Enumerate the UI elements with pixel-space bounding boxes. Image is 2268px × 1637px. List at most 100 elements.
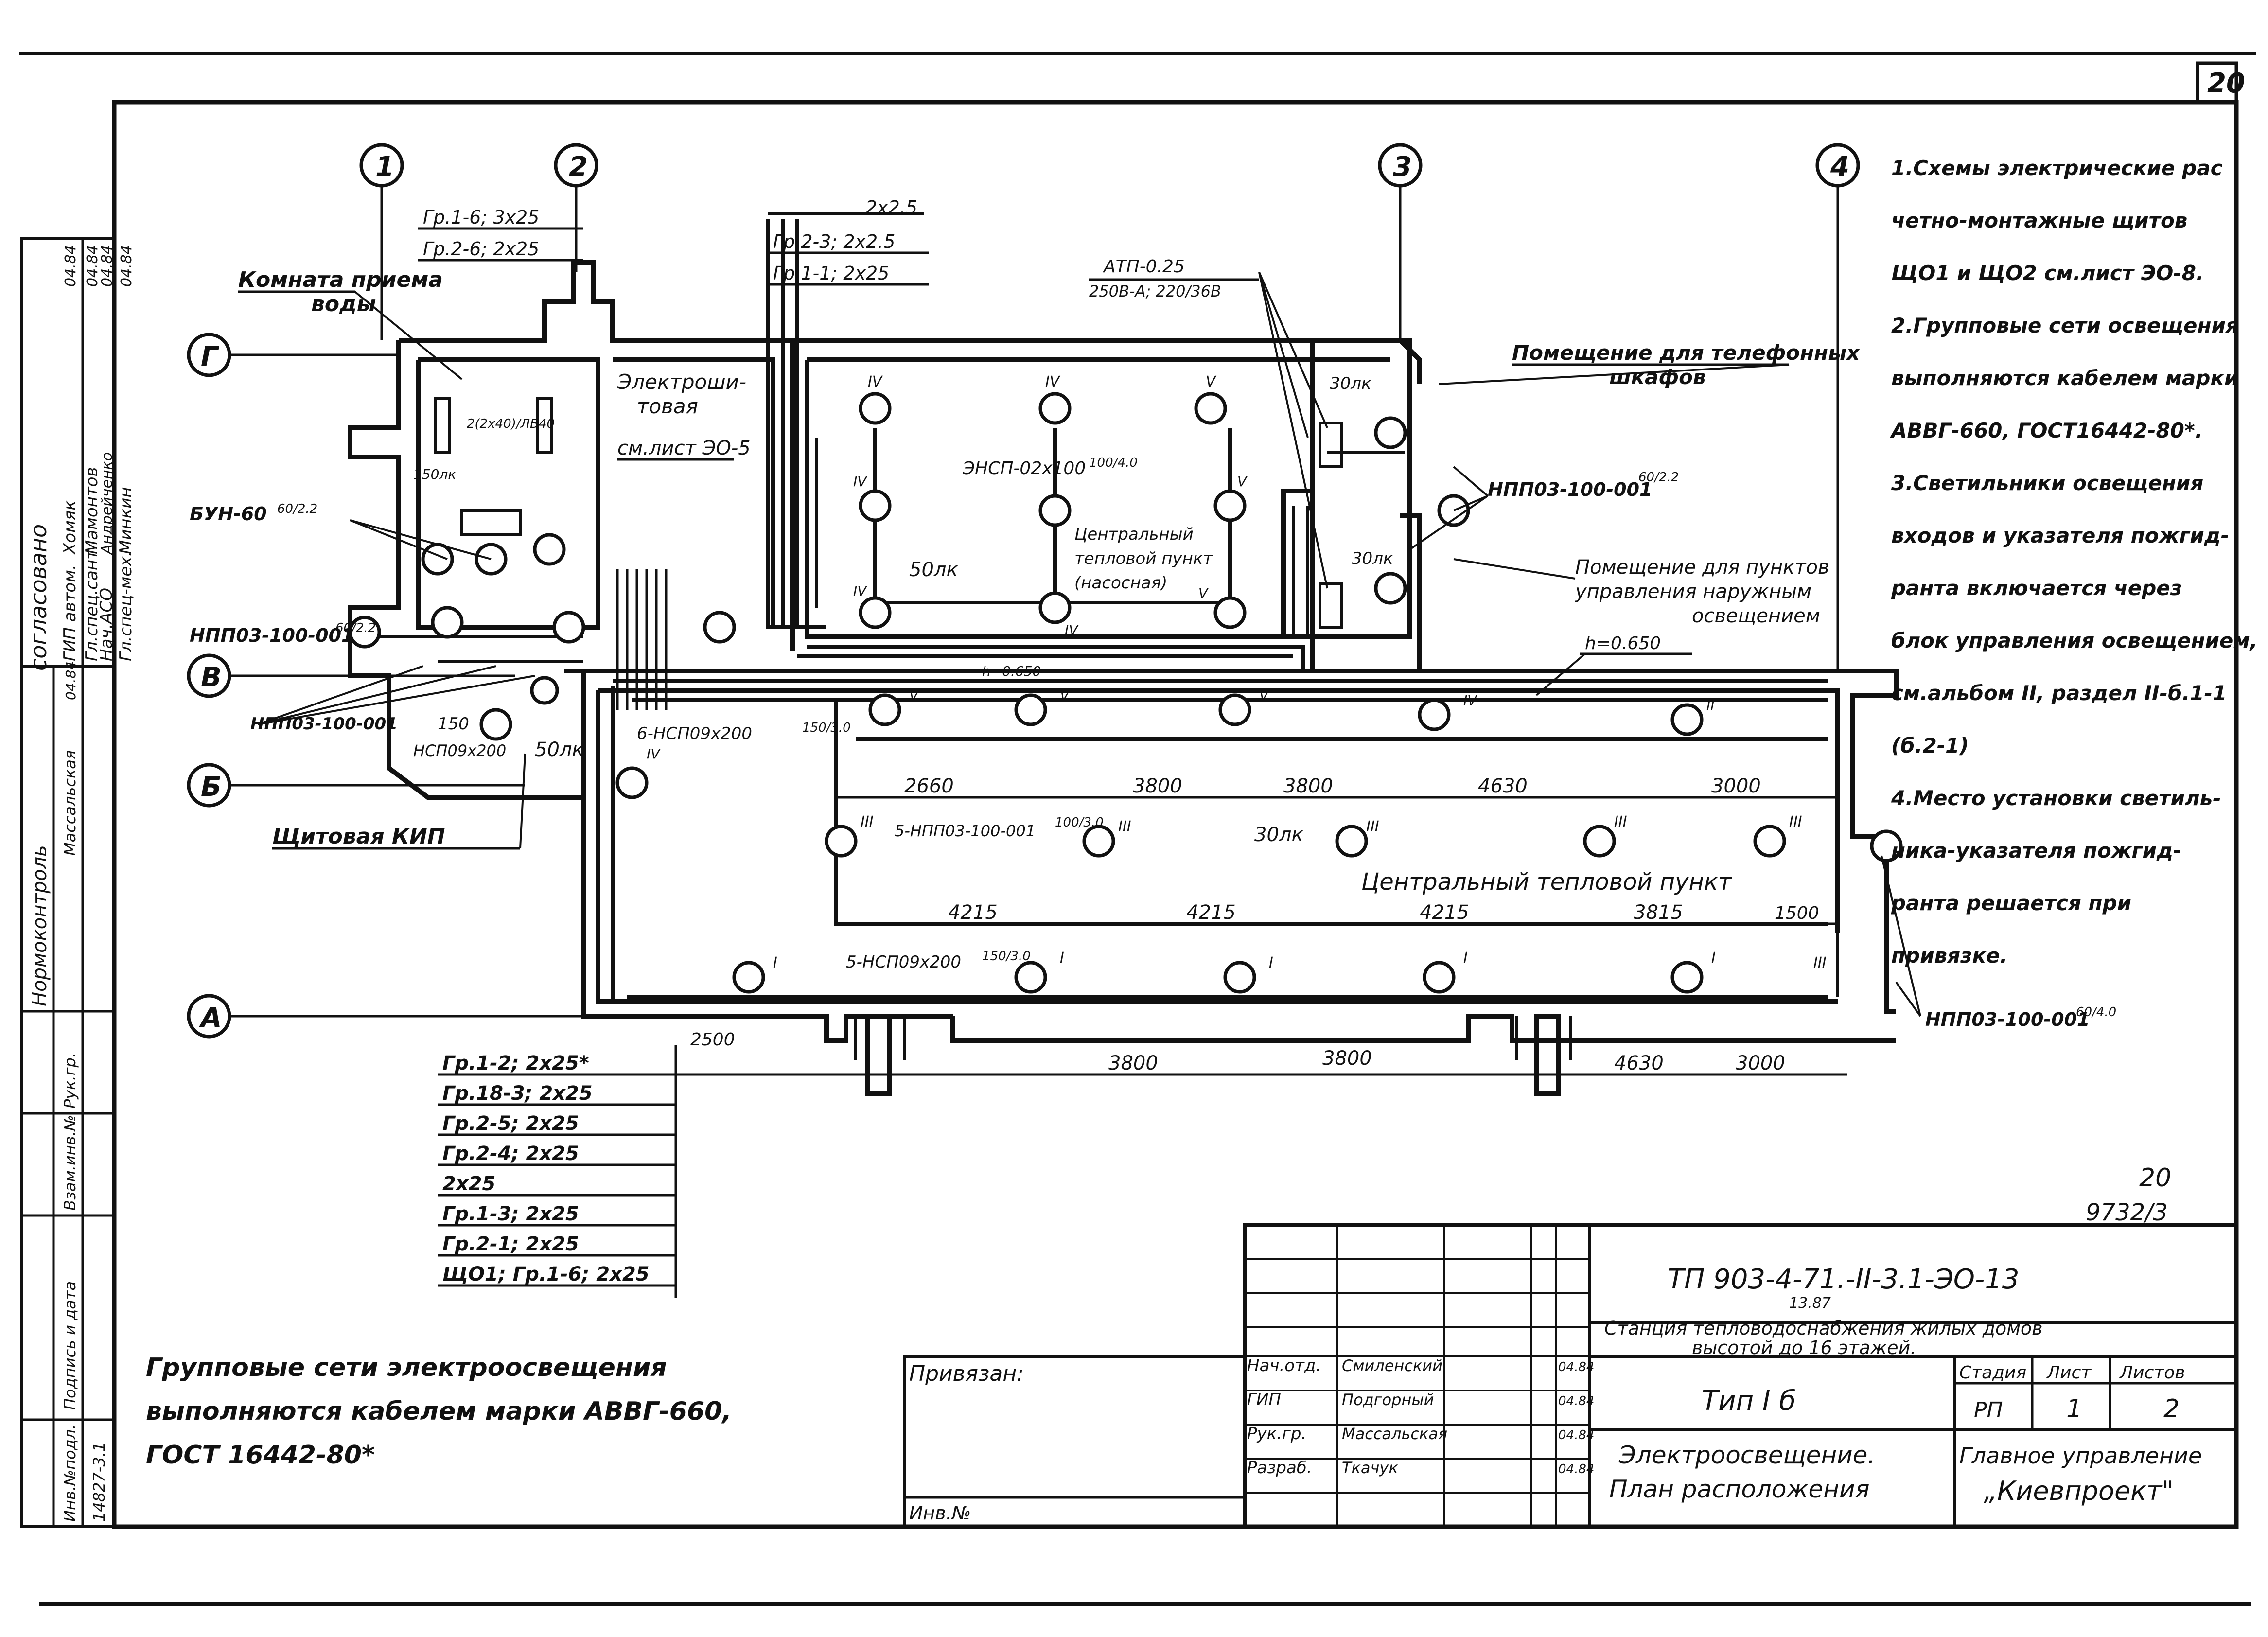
group-iii-d: III [1614, 813, 1627, 830]
group-v-b: V [1237, 474, 1248, 490]
lamp [552, 611, 585, 644]
lux-30a: 30лк [1330, 374, 1371, 393]
height-2: h=0.650 [1585, 634, 1661, 653]
room-pump-3: (насосная) [1074, 573, 1167, 593]
sheet-value: 1 [2066, 1394, 2082, 1424]
room-electro-ref: см.лист ЭО-5 [617, 437, 751, 459]
title-project-1: Станция тепловодоснабжения жилых домов [1604, 1318, 2043, 1339]
dim-r2-3: 4215 [1420, 901, 1469, 924]
group-iv-d: IV [853, 583, 867, 599]
dim-r3-3: 3800 [1322, 1047, 1372, 1070]
title-type: Тип I б [1702, 1385, 1796, 1417]
footnote: Групповые сети электроосвещения выполняю… [146, 1353, 732, 1470]
height-1: h=0.650 [982, 663, 1041, 679]
stamp-row-3-date: 04.84 [99, 245, 116, 287]
leader-lines [238, 272, 1921, 1017]
lamp [1223, 961, 1256, 994]
group-v-d: V [909, 687, 919, 704]
group-iv-c: IV [853, 474, 867, 490]
room-control-1: Помещение для пунктов [1575, 556, 1829, 579]
staff-role: Рук.гр. [1247, 1424, 1306, 1443]
ensp-frac: 100/4.0 [1089, 456, 1138, 470]
note-line: 3.Светильники освещения [1891, 471, 2203, 495]
cable-top-1: Гр.1-6; 3х25 [423, 207, 539, 228]
legend-cable-line: Гр.2-4; 2х25 [442, 1143, 579, 1165]
note-line: АВВГ-660, ГОСТ16442-80*. [1890, 419, 2203, 442]
dim-r3-4: 4630 [1614, 1052, 1664, 1074]
note-line: выполняются кабелем марки [1891, 366, 2238, 390]
bun-frac: 60/2.2 [277, 502, 317, 516]
legend-cable-line: Гр.1-3; 2х25 [442, 1203, 579, 1225]
general-notes: 1.Схемы электрические рас четно-монтажные… [1890, 156, 2258, 968]
dim-r1-2: 3800 [1133, 775, 1182, 797]
lamp [868, 693, 901, 726]
legend-cable-line: Гр.2-5; 2х25 [442, 1112, 579, 1135]
room-central-main: Центральный тепловой пункт [1361, 868, 1733, 896]
group-v-f: V [1259, 687, 1269, 704]
podpis-label: Подпись и дата [61, 1281, 79, 1410]
archive-number: 9732/3 [2086, 1199, 2168, 1226]
group-iv-f: IV [647, 746, 661, 762]
bun-label: БУН-60 [190, 503, 267, 525]
axis-1-bubble [359, 143, 404, 188]
footnote-line-1: Групповые сети электроосвещения [146, 1353, 667, 1382]
sheets-header: Листов [2119, 1363, 2185, 1383]
lamp [533, 533, 566, 566]
dim-r3-5: 3000 [1736, 1052, 1785, 1074]
group-iii-b: III [1118, 818, 1131, 835]
atp-sub: 250В-А; 220/36В [1089, 282, 1221, 300]
lamp [1670, 703, 1704, 736]
staff-role: Нач.отд. [1247, 1356, 1321, 1375]
note-line: 1.Схемы электрические рас [1891, 156, 2223, 180]
legend-cable-line: Гр.2-1; 2х25 [442, 1233, 579, 1255]
room-kip: Щитовая КИП [272, 824, 445, 849]
lamp [1213, 596, 1247, 629]
page-number: 20 [2207, 68, 2245, 99]
group-i-a: I [773, 954, 777, 971]
lamp [1870, 829, 1903, 863]
axis-2-label: 2 [569, 151, 588, 183]
group-iv-g: IV [1463, 692, 1477, 708]
stamp-row-1-date: 04.84 [62, 245, 79, 287]
lamp [1213, 489, 1247, 522]
dim-r1-3: 3800 [1283, 775, 1333, 797]
note-line: см.альбом II, раздел II-б.1-1 [1891, 681, 2227, 705]
lamp [1583, 825, 1616, 858]
inv-podl-value: 14827-3.1 [90, 1442, 108, 1522]
group-i-d: I [1463, 950, 1468, 967]
stamp-row-4-name: Минкин [116, 487, 136, 554]
nppo-d-frac: 60/4.0 [2076, 1005, 2116, 1020]
legend-cable-line: Гр.18-3; 2х25 [442, 1082, 593, 1105]
ruk-gr-label: Рук.гр. [61, 1053, 79, 1109]
staff-date: 04.84 [1558, 1394, 1594, 1408]
staff-role: ГИП [1247, 1390, 1281, 1409]
lux-150a: 150лк [413, 466, 456, 482]
row3-frac: 150/3.0 [982, 949, 1031, 964]
room-control-2: управления наружным [1575, 581, 1811, 603]
cable-top-2: Гр.2-6; 2х25 [423, 238, 539, 260]
room-telephone-2: шкафов [1609, 365, 1706, 389]
axis-1-label: 1 [375, 151, 394, 183]
lamp-sup: 2(2х40)/ЛБ40 [467, 417, 555, 431]
org-2: „Киевпроект" [1984, 1476, 2174, 1506]
cable-top-5: Гр.1-1; 2х25 [773, 263, 889, 284]
lamp [1014, 693, 1047, 726]
lamp [1753, 825, 1786, 858]
group-v-e: V [1060, 687, 1070, 704]
nppo-a-frac: 60/2.2 [335, 621, 376, 635]
lamp [859, 392, 892, 425]
inv-no-label: Инв.№ [909, 1502, 971, 1524]
drawing-title-1: Электроосвещение. [1618, 1441, 1875, 1469]
note-line: четно-монтажные щитов [1891, 209, 2187, 232]
row3-label: 5-НСП09х200 [846, 952, 961, 972]
lamp [615, 766, 649, 799]
staff-role: Разраб. [1247, 1458, 1312, 1478]
group-v-c: V [1198, 585, 1209, 601]
group-iv-b: IV [1045, 373, 1061, 390]
dim-r1-4: 4630 [1478, 775, 1528, 797]
lux-150b: 150 [438, 714, 469, 734]
lamp [479, 708, 512, 741]
lamp [825, 825, 858, 858]
